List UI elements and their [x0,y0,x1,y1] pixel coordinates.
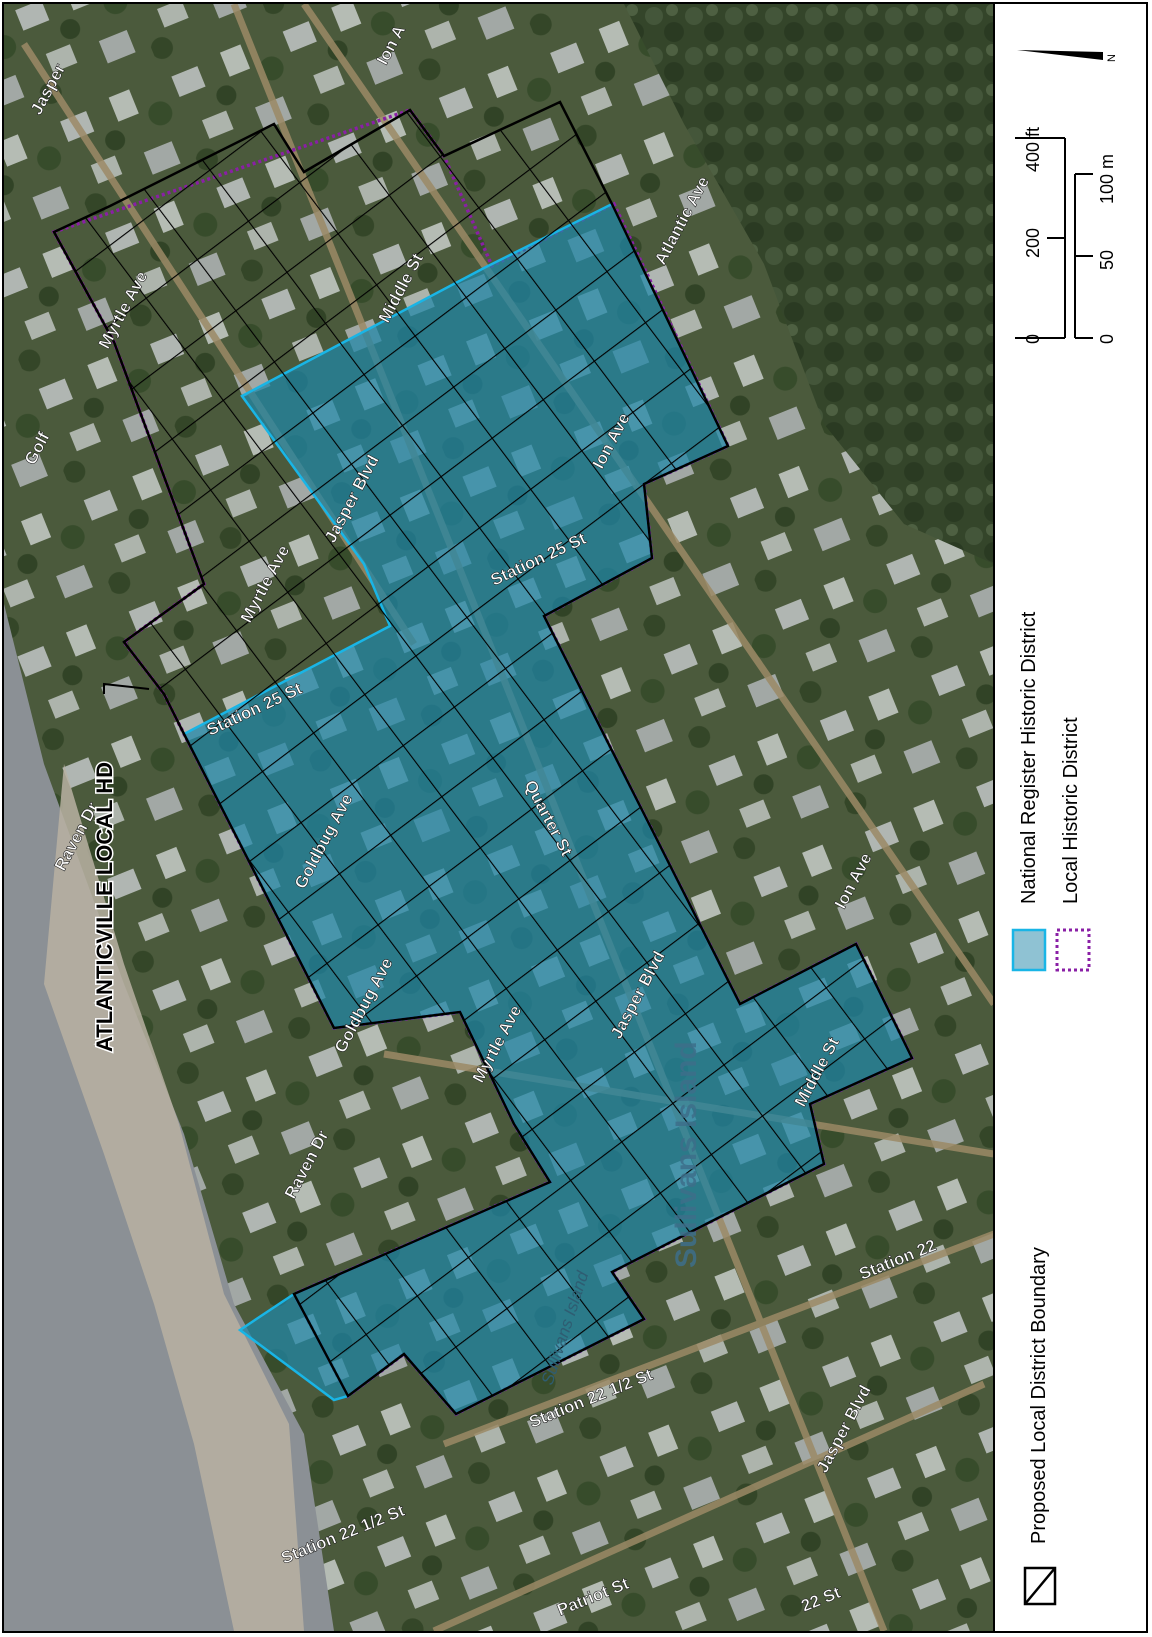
legend-panel: N 0 200 400 ft 0 50 100 m National Regis… [995,4,1146,1631]
beach-marsh [44,764,304,1631]
legend-label: Local Historic District [1060,717,1082,904]
legend-label: National Register Historic District [1018,611,1040,904]
nr-swatch [1011,928,1047,972]
scale-label-m: 0 [1097,334,1117,344]
scale-label-m: 50 [1097,250,1117,270]
legend-label: Proposed Local District Boundary [1028,1247,1050,1544]
legend-divider [993,4,995,1631]
scale-label-ft: 400 ft [1023,127,1043,172]
callout-leader [103,682,150,694]
scale-label-m: 100 m [1097,154,1117,204]
local-swatch [1055,928,1091,972]
place-label: Sullivans Island [670,1041,703,1268]
legend-item-local: Local Historic District [1055,717,1091,972]
north-arrow-icon [1017,50,1103,60]
maritime-forest [624,4,994,564]
proposed-local-district[interactable] [52,100,914,1416]
legend-item-national-register: National Register Historic District [1011,611,1047,972]
map-panel[interactable]: Jasper Ion A Golf Myrtle Ave Myrtle Ave … [4,4,994,1631]
scale-bar: 0 200 400 ft 0 50 100 m [1015,127,1117,344]
legend-item-proposed: Proposed Local District Boundary [1023,1247,1057,1606]
scale-label-ft: 0 [1023,334,1043,344]
north-label: N [1106,54,1118,62]
legend-canvas: N 0 200 400 ft 0 50 100 m National Regis… [1011,50,1118,1606]
map-canvas[interactable]: Jasper Ion A Golf Myrtle Ave Myrtle Ave … [4,4,994,1631]
scale-label-ft: 200 [1023,228,1043,258]
district-callout: ATLANTICVILLE LOCAL HD [92,762,117,1052]
